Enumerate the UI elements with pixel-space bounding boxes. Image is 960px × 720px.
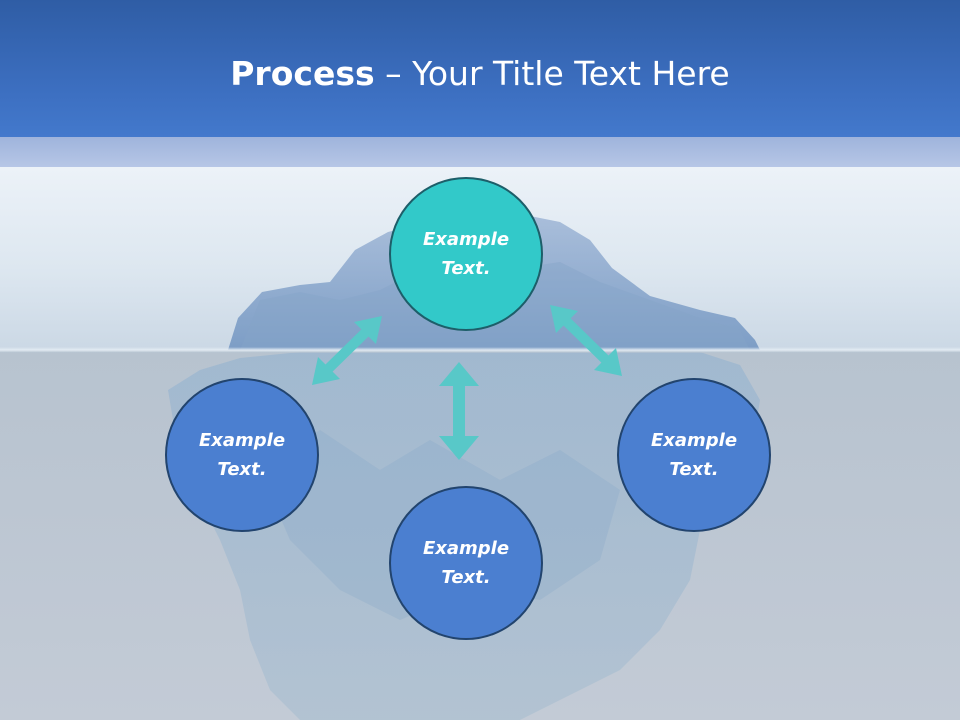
title-bar [0, 0, 960, 137]
process-node-bottom-label: Example Text. [422, 538, 510, 588]
process-node-bottom: Example Text. [389, 486, 543, 640]
title-band [0, 137, 960, 167]
arrow-vertical [439, 362, 479, 460]
process-node-left: Example Text. [165, 378, 319, 532]
process-node-left-label: Example Text. [198, 430, 286, 480]
process-node-right: Example Text. [617, 378, 771, 532]
process-node-right-label: Example Text. [650, 430, 738, 480]
slide-title: Process – Your Title Text Here [0, 52, 960, 96]
arrow-top-left [312, 316, 382, 385]
water-line [0, 347, 960, 353]
arrow-top-right [550, 305, 622, 376]
title-bold: Process [230, 54, 375, 93]
title-rest: Your Title Text Here [412, 54, 730, 93]
process-node-top: Example Text. [389, 177, 543, 331]
title-separator: – [374, 54, 413, 93]
process-node-top-label: Example Text. [422, 229, 510, 279]
